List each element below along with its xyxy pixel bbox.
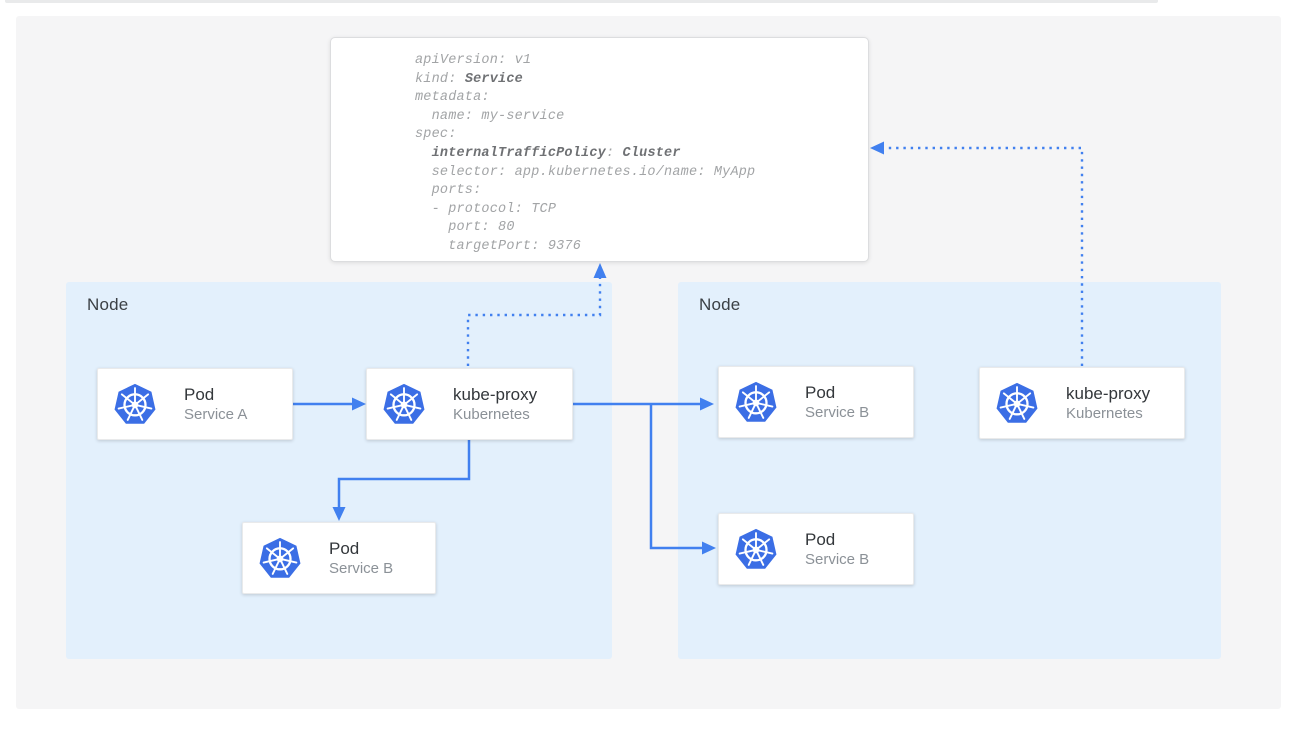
code-line: name: my-service [415,108,565,124]
card-title: kube-proxy [453,384,538,404]
node-label: Node [699,295,741,314]
node-label: Node [87,295,129,314]
node-container-right: Node [678,282,1221,659]
code-line: targetPort: 9376 [415,238,582,254]
kubernetes-icon [383,383,425,424]
kubernetes-icon [259,537,301,578]
card-subtitle: Service B [805,403,870,421]
card-subtitle: Service A [184,405,248,423]
kubernetes-icon [114,383,156,424]
card-subtitle: Kubernetes [1066,404,1143,422]
kubernetes-icon [996,382,1038,423]
kubernetes-icon [735,381,777,422]
code-line: apiVersion: v1 [415,53,532,68]
card-kube-proxy-left: kube-proxy Kubernetes [366,368,573,440]
service-spec-card: apiVersion: v1 kind: Service metadata: n… [330,37,869,262]
yaml-code-block: apiVersion: v1 kind: Service metadata: n… [415,52,755,257]
top-divider [5,0,1158,3]
kubernetes-icon [735,528,777,569]
code-line: selector: app.kubernetes.io/name: MyApp [415,164,756,180]
code-line: ports: [415,183,482,199]
code-line: kind: Service [415,71,523,87]
card-title: Pod [805,529,836,549]
card-subtitle: Kubernetes [453,405,530,423]
card-pod-service-b-right-2: Pod Service B [718,513,914,585]
code-line: metadata: [415,90,490,106]
card-title: Pod [805,382,836,402]
code-line: port: 80 [415,220,515,236]
card-title: Pod [329,538,360,558]
code-line-internal-traffic-policy: internalTrafficPolicy: Cluster [431,145,681,161]
node-container-left: Node [66,282,612,659]
card-subtitle: Service B [329,559,394,577]
card-pod-service-b-right-1: Pod Service B [718,366,914,438]
code-line: spec: [415,127,457,143]
card-pod-service-a: Pod Service A [97,368,293,440]
card-title: Pod [184,384,215,404]
card-title: kube-proxy [1066,383,1151,403]
card-pod-service-b-left: Pod Service B [242,522,436,594]
card-subtitle: Service B [805,550,870,568]
code-line: - protocol: TCP [415,201,557,217]
card-kube-proxy-right: kube-proxy Kubernetes [979,367,1185,439]
